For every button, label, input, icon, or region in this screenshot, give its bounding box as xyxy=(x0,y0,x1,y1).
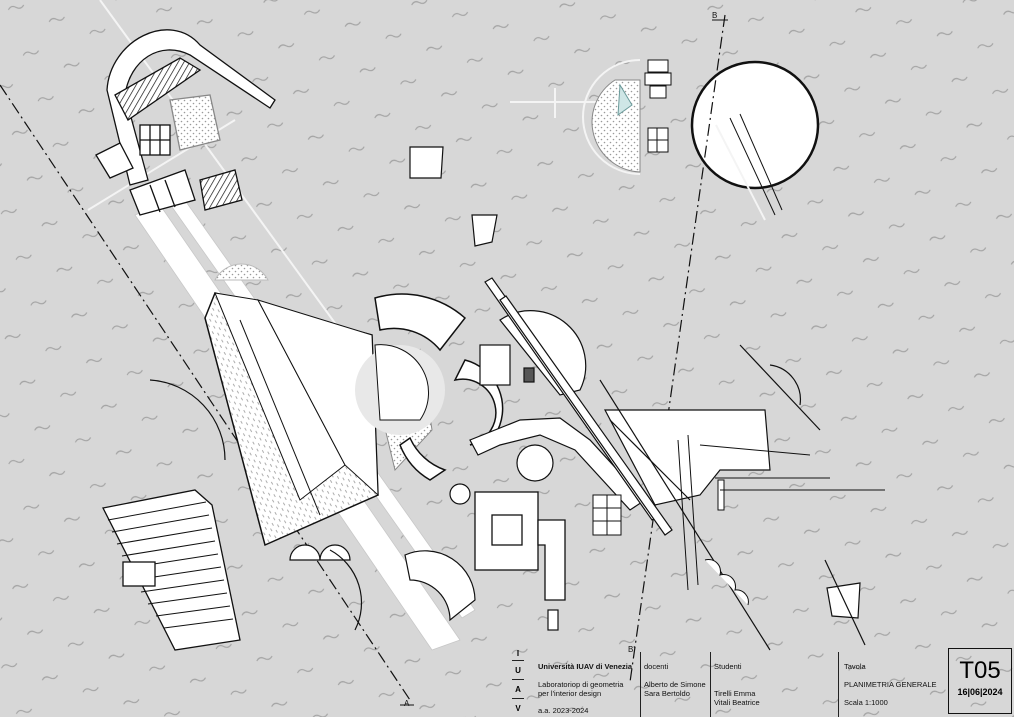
docenti-label: docenti xyxy=(644,662,669,671)
right-side-lines xyxy=(677,434,885,606)
circle-hatch-left xyxy=(214,263,269,281)
kite-shape xyxy=(204,292,379,547)
academic-year: a.a. 2023-2024 xyxy=(538,706,589,715)
big-circle xyxy=(690,60,820,221)
striped-shape xyxy=(102,489,241,651)
sheet-date: 16|06|2024 xyxy=(957,687,1003,697)
university-name: Università IUAV di Venezia xyxy=(538,662,633,671)
small-kite xyxy=(824,559,866,646)
docente-1: Alberto de Simone xyxy=(644,680,706,689)
square-block xyxy=(474,491,566,601)
section-mark-b-bottom: B' xyxy=(628,645,635,654)
section-lines xyxy=(0,14,726,701)
iuav-letter-v: V xyxy=(515,704,521,713)
iuav-letter-a: A xyxy=(515,685,521,694)
section-mark-a-bottom: A xyxy=(404,699,410,708)
tavola-title: PLANIMETRIA GENERALE xyxy=(844,680,937,689)
iuav-letter-i: I xyxy=(516,649,520,658)
iuav-letter-u: U xyxy=(515,666,521,675)
lower-arcs xyxy=(149,379,559,631)
section-mark-b-top: B xyxy=(712,11,717,20)
docente-2: Sara Bertoldo xyxy=(644,689,690,698)
arch-structure xyxy=(95,29,276,216)
studente-2: Vitali Beatrice xyxy=(714,698,760,707)
window-grid xyxy=(592,494,622,536)
studente-1: Tirelli Emma xyxy=(714,689,756,698)
studenti-label: Studenti xyxy=(714,662,742,671)
section-mark-labels: B B' A xyxy=(404,11,717,708)
small-blocks xyxy=(409,146,498,247)
diagonal-bars xyxy=(484,277,821,651)
sheet-tag: T05 16|06|2024 xyxy=(948,648,1012,714)
course-line-2: per l'interior design xyxy=(538,689,602,698)
tavola-label: Tavola xyxy=(844,662,866,671)
scale-label: Scala 1:1000 xyxy=(844,698,888,707)
semicircle-cluster xyxy=(582,59,672,175)
sheet-code: T05 xyxy=(959,657,1001,684)
course-line-1: Laboratoriop di geometria xyxy=(538,680,624,689)
